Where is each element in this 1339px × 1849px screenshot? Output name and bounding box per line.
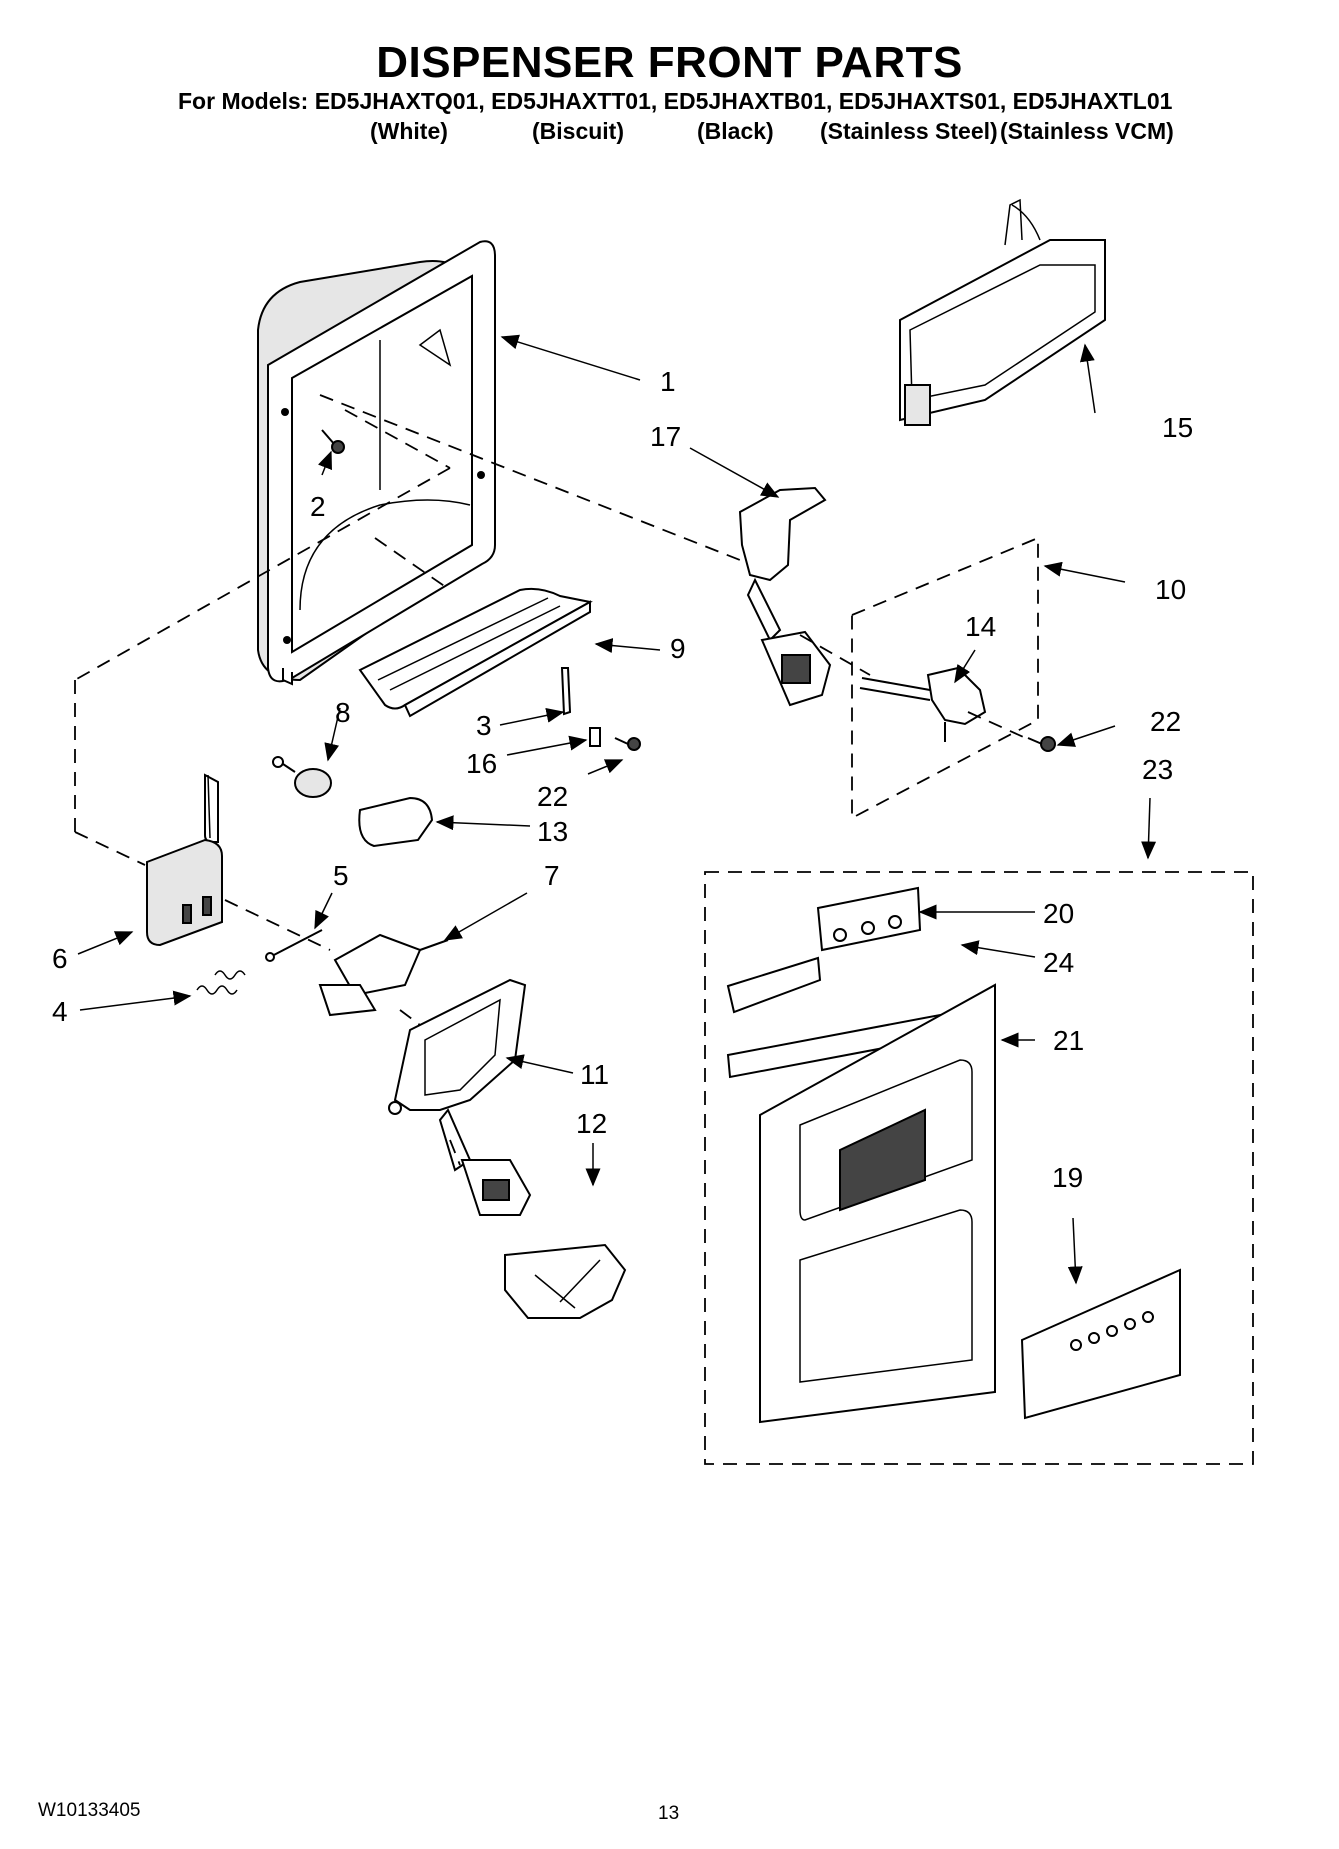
callout-24: 24 — [1043, 947, 1074, 978]
callout-7: 7 — [544, 860, 560, 891]
part-actuator — [318, 933, 449, 1017]
part-rod-spring — [196, 929, 323, 995]
part-bracket — [859, 666, 987, 742]
assembly-lines — [74, 394, 1254, 1465]
part-drip-tray — [358, 587, 593, 718]
callout-5: 5 — [333, 860, 349, 891]
callout-4: 4 — [52, 996, 68, 1027]
callout-13: 13 — [537, 816, 568, 847]
callout-21: 21 — [1053, 1025, 1084, 1056]
model-color-stainless-vcm: (Stainless VCM) — [1000, 118, 1174, 144]
callout-3: 3 — [476, 710, 492, 741]
callout-17: 17 — [650, 421, 681, 452]
part-water-lever — [738, 486, 832, 707]
callout-23: 23 — [1142, 754, 1173, 785]
model-color-stainless-steel: (Stainless Steel) — [820, 118, 998, 144]
callout-16: 16 — [466, 748, 497, 779]
part-screw — [321, 429, 345, 454]
part-housing — [257, 240, 496, 686]
model-color-black: (Black) — [697, 118, 774, 144]
callout-19: 19 — [1052, 1162, 1083, 1193]
part-ice-chute — [504, 1243, 627, 1319]
callout-22-right: 22 — [1150, 706, 1181, 737]
callout-22-left: 22 — [537, 781, 568, 812]
part-cover — [358, 796, 434, 848]
models-line: For Models: ED5JHAXTQ01, ED5JHAXTT01, ED… — [178, 88, 1173, 114]
page-number: 13 — [658, 1803, 680, 1824]
callout-12: 12 — [576, 1108, 607, 1139]
callout-11: 11 — [580, 1059, 609, 1090]
part-ice-lever — [388, 978, 532, 1216]
leader-arrows — [77, 334, 1157, 1285]
callout-6: 6 — [52, 943, 68, 974]
part-solenoid — [272, 756, 332, 798]
model-color-biscuit: (Biscuit) — [532, 118, 624, 144]
part-switch — [146, 773, 223, 947]
document-number: W10133405 — [38, 1800, 141, 1821]
callout-15: 15 — [1162, 412, 1193, 443]
part-control-housing — [899, 198, 1106, 426]
callout-14: 14 — [965, 611, 996, 642]
callout-labels: 1 2 3 4 5 6 7 8 9 10 11 12 13 14 15 16 1… — [52, 366, 1193, 1193]
callout-2: 2 — [310, 491, 326, 522]
callout-8: 8 — [335, 697, 351, 728]
model-color-white: (White) — [370, 118, 448, 144]
callout-9: 9 — [670, 633, 686, 664]
page-title: DISPENSER FRONT PARTS — [376, 38, 963, 87]
callout-10: 10 — [1155, 574, 1186, 605]
callout-1: 1 — [660, 366, 676, 397]
part-display-panel — [726, 886, 1181, 1424]
callout-20: 20 — [1043, 898, 1074, 929]
part-small-hardware — [560, 667, 1056, 752]
